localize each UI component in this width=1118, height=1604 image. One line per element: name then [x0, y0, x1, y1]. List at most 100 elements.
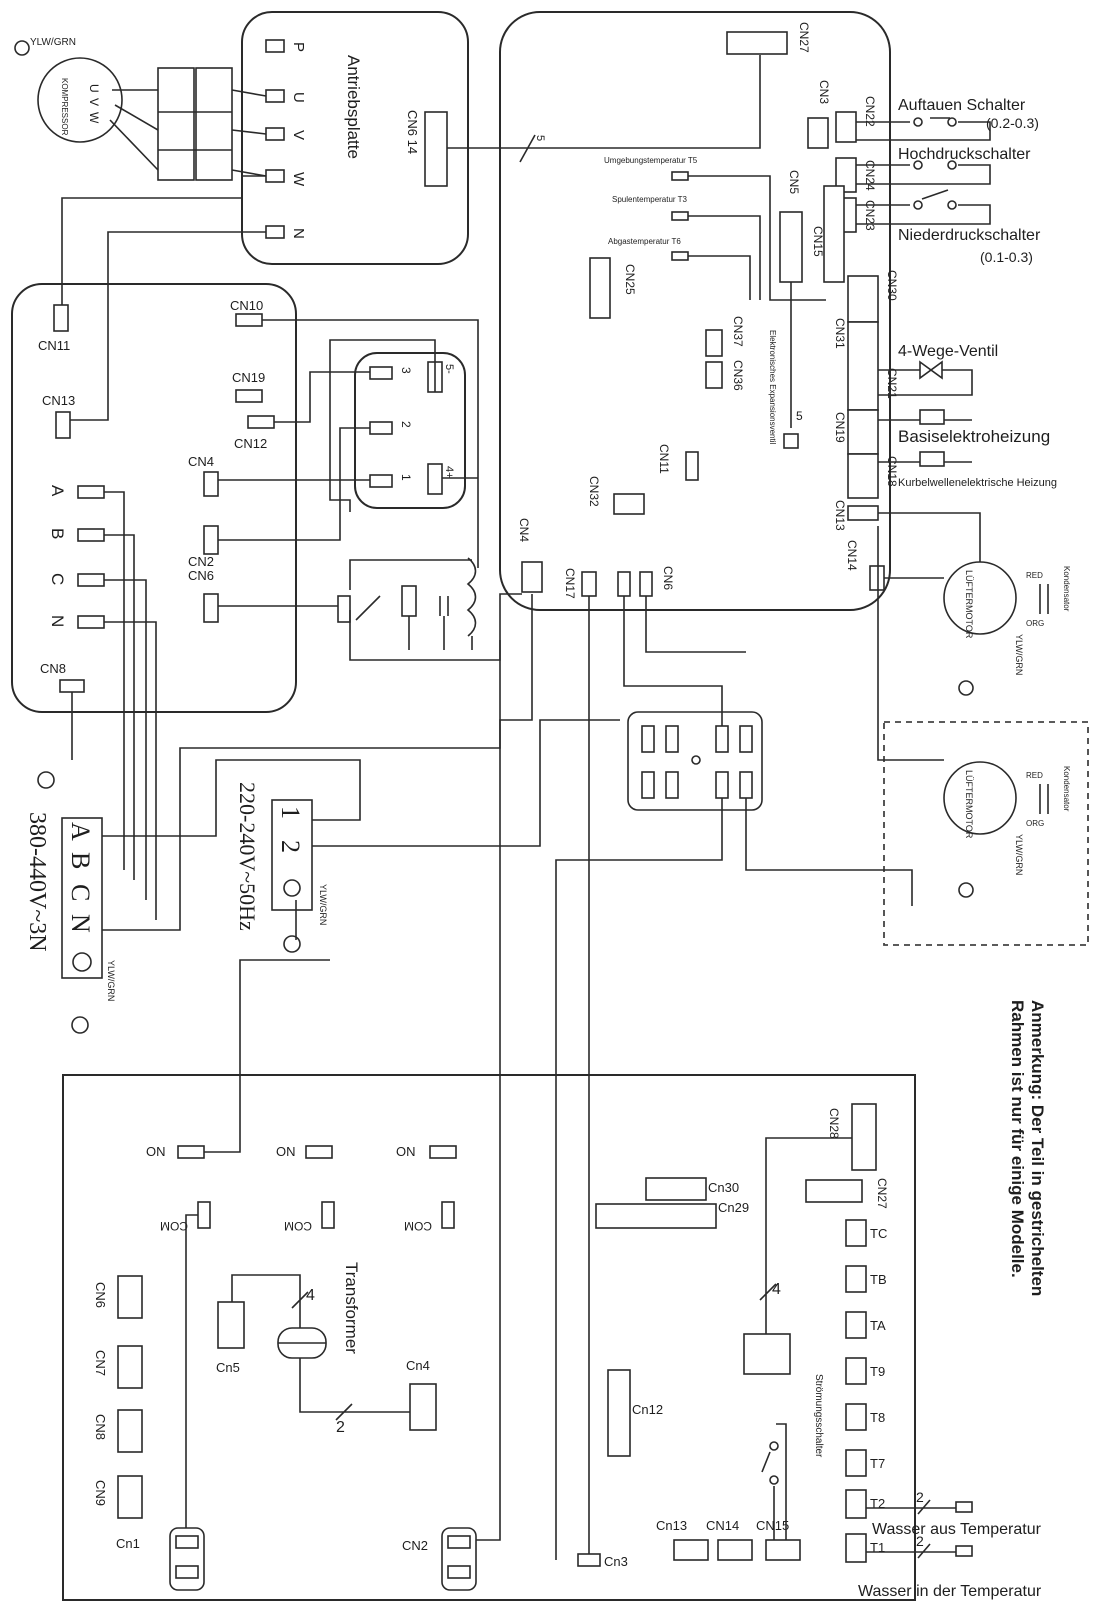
cn4-connector — [521, 561, 543, 593]
inductor-box — [354, 352, 466, 509]
cn4-hydro — [409, 1383, 437, 1431]
compressor-v: V — [87, 98, 101, 106]
drive-board-label: Antriebsplatte — [344, 55, 363, 159]
filter-cn2-label: CN2 — [188, 554, 214, 569]
optional-dashed-frame — [883, 721, 1089, 946]
ground-terminal-icon — [72, 952, 92, 972]
cn37-connector — [705, 329, 723, 357]
inductor-pin-4: 4+ — [443, 466, 455, 479]
defrost-switch-label: Auftauen Schalter — [898, 97, 1026, 114]
inductor-pin-1: 1 — [399, 474, 413, 481]
on-label-3: ON — [396, 1144, 416, 1159]
cn22-connector — [835, 111, 857, 143]
terminal-b: B — [66, 852, 95, 869]
crank-heater-icon — [919, 451, 945, 467]
filter-terminal-c: C — [48, 573, 67, 585]
cn4-label: CN4 — [517, 518, 531, 542]
filter-cn13-label: CN13 — [42, 393, 75, 408]
port-t7: T7 — [870, 1456, 885, 1471]
filter-cn6-label: CN6 — [188, 568, 214, 583]
cn21-label: CN21 — [885, 368, 899, 399]
three-phase-ground-label: YLW/GRN — [106, 960, 116, 1001]
fan-2-capacitor: Kondensator — [1062, 766, 1071, 812]
compressor-w: W — [87, 112, 101, 124]
cn9-hydro-label: CN9 — [93, 1480, 108, 1506]
cn3-connector — [807, 117, 829, 149]
cn3-hydro — [577, 1553, 601, 1567]
cn30-label: CN30 — [885, 270, 899, 301]
drive-terminal-w: W — [290, 172, 307, 187]
cn5-hydro — [217, 1301, 245, 1349]
sensor-t5-label: Umgebungstemperatur T5 — [604, 156, 698, 165]
cn27-connector — [726, 31, 788, 55]
compressor-ground-label: YLW/GRN — [30, 37, 76, 48]
cn32-label: CN32 — [587, 476, 601, 507]
ferrite-core-b — [195, 67, 233, 181]
four-way-valve-icon — [919, 360, 943, 380]
filter-cn12-label: CN12 — [234, 436, 267, 451]
filter-terminals — [77, 485, 105, 629]
filter-cn4-label: CN4 — [188, 454, 214, 469]
sensor-t6 — [671, 251, 689, 261]
transformer-wires-4: 4 — [306, 1287, 315, 1304]
port-t9: T9 — [870, 1364, 885, 1379]
cn5-label: CN5 — [787, 170, 801, 194]
water-out-sensor — [955, 1501, 973, 1513]
cn14-hydro — [717, 1539, 753, 1561]
single-phase-terminal-block — [271, 799, 313, 911]
fan-1-capacitor: Kondensator — [1062, 566, 1071, 612]
cn18-label: CN18 — [885, 456, 899, 487]
water-in-sensor — [955, 1545, 973, 1557]
cn14-hydro-label: CN14 — [706, 1518, 739, 1533]
terminal-c: C — [66, 884, 95, 901]
fan-2-red: RED — [1026, 771, 1043, 780]
three-phase-label: 380-440V~3N — [24, 812, 50, 952]
filter-cn10 — [235, 313, 263, 327]
cn30-hydro — [645, 1177, 707, 1201]
cn25-label: CN25 — [623, 264, 637, 295]
cn6-connector — [639, 571, 653, 597]
cn32-connector — [613, 493, 645, 515]
base-heater-icon — [919, 409, 945, 425]
cn6-hydro-label: CN6 — [93, 1282, 108, 1308]
base-heater-label: Basiselektroheizung — [898, 427, 1050, 446]
compressor-ground-icon — [14, 40, 30, 56]
bus-wires-count: 5 — [534, 135, 546, 141]
cn30-hydro-label: Cn30 — [708, 1180, 739, 1195]
note-line-1: Anmerkung: Der Teil in gestrichelten — [1028, 1000, 1047, 1296]
compressor-u: U — [87, 84, 101, 93]
cn6-label: CN6 — [661, 566, 675, 590]
fan-motor-1-label: LÜFTERMOTOR — [964, 570, 974, 639]
fan-1-ground: YLW/GRN — [1014, 634, 1024, 675]
cn18-connector — [847, 453, 879, 499]
t2-wire-count: 2 — [916, 1489, 924, 1505]
filter-cn8-label: CN8 — [40, 661, 66, 676]
cn30-connector — [847, 275, 879, 323]
display-module — [743, 1333, 791, 1375]
transformer-label: Transformer — [342, 1262, 361, 1354]
com-label-1: COM — [160, 1219, 188, 1233]
t1-wire-count: 2 — [916, 1533, 924, 1549]
terminal-a: A — [66, 822, 95, 841]
cn2-hydro-label: CN2 — [402, 1538, 428, 1553]
com-label-2: COM — [284, 1219, 312, 1233]
filter-cn13 — [55, 411, 71, 439]
ferrite-core-a — [157, 67, 195, 181]
cn5-connector — [779, 211, 803, 283]
fan-motor-2: LÜFTERMOTOR RED ORG Kondensator YLW/GRN — [943, 761, 1071, 898]
drive-terminal-p: P — [290, 42, 307, 52]
sensor-t5 — [671, 171, 689, 181]
cn11-label: CN11 — [657, 444, 671, 474]
filter-board — [11, 283, 297, 713]
sensor-t3 — [671, 211, 689, 221]
expansion-valve-icon — [783, 433, 799, 449]
cn15-hydro — [765, 1539, 801, 1561]
cn14-label: CN14 — [845, 540, 859, 571]
outdoor-main-board — [499, 11, 891, 611]
ptc-capacitor-coil — [337, 557, 501, 661]
cn29-hydro-label: Cn29 — [718, 1200, 749, 1215]
filter-cn10-label: CN10 — [230, 298, 263, 313]
port-tc: TC — [870, 1226, 887, 1241]
cn7-hydro-label: CN7 — [93, 1350, 108, 1376]
